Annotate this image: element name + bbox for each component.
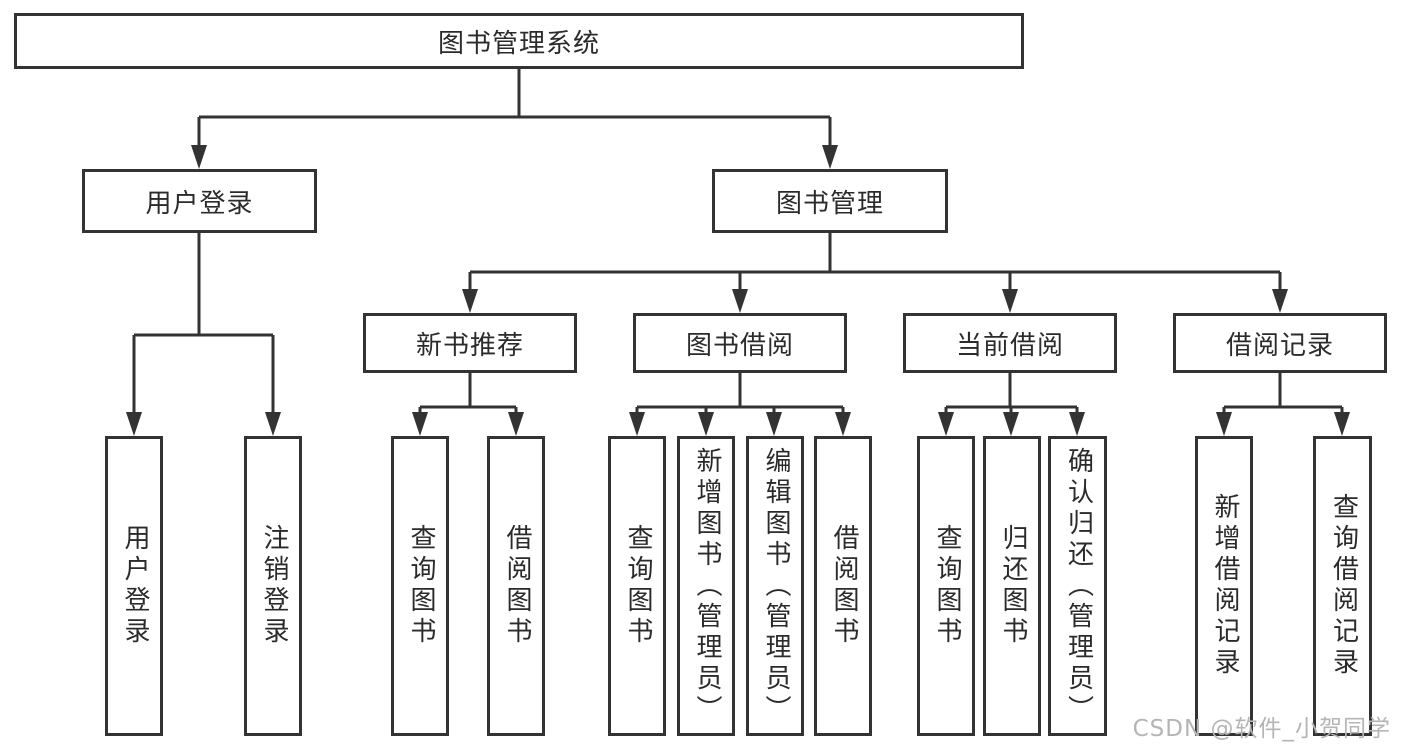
- node-book-management-label: 图书管理: [775, 188, 884, 219]
- node-root-system-label: 图书管理系统: [437, 28, 600, 59]
- leaf-return-book: 归还图书: [983, 436, 1041, 736]
- leaf-user-login-label: 用户登录: [119, 524, 150, 648]
- leaf-confirm-return-admin-label: 确认归还（管理员）: [1063, 446, 1094, 726]
- leaf-edit-book-admin-label: 编辑图书（管理员）: [760, 446, 791, 726]
- leaf-recommend-query-book: 查询图书: [391, 436, 449, 736]
- connector-root-to-level2: [197, 69, 832, 147]
- node-book-management: 图书管理: [712, 169, 948, 233]
- leaf-return-book-label: 归还图书: [997, 524, 1028, 648]
- leaf-current-query-book: 查询图书: [917, 436, 975, 736]
- connector-borrow-to-children: [635, 373, 845, 414]
- connector-current-to-children: [944, 373, 1079, 414]
- leaf-user-login: 用户登录: [105, 436, 163, 736]
- leaf-add-book-admin: 新增图书（管理员）: [677, 436, 735, 736]
- leaf-recommend-borrow-book-label: 借阅图书: [501, 524, 532, 648]
- connector-records-to-children: [1222, 373, 1344, 414]
- leaf-add-borrow-record-label: 新增借阅记录: [1209, 493, 1240, 679]
- csdn-watermark: CSDN @软件_小贺同学: [1132, 716, 1391, 742]
- leaf-borrow-query-book: 查询图书: [608, 436, 666, 736]
- leaf-edit-book-admin: 编辑图书（管理员）: [746, 436, 804, 736]
- leaf-logout: 注销登录: [244, 436, 302, 736]
- node-new-book-recommend-label: 新书推荐: [415, 330, 524, 361]
- node-borrow-records-label: 借阅记录: [1225, 330, 1334, 361]
- leaf-borrow-query-book-label: 查询图书: [622, 524, 653, 648]
- node-new-book-recommend: 新书推荐: [363, 313, 577, 373]
- leaf-query-borrow-record: 查询借阅记录: [1313, 436, 1372, 736]
- leaf-recommend-query-book-label: 查询图书: [405, 524, 436, 648]
- node-user-login: 用户登录: [82, 169, 317, 233]
- leaf-logout-label: 注销登录: [258, 524, 289, 648]
- leaf-borrow-book-label: 借阅图书: [828, 524, 859, 648]
- connector-recommend-to-children: [418, 373, 518, 414]
- leaf-current-query-book-label: 查询图书: [931, 524, 962, 648]
- connector-bookmgmt-to-level3: [468, 233, 1282, 291]
- leaf-recommend-borrow-book: 借阅图书: [487, 436, 545, 736]
- node-user-login-label: 用户登录: [145, 188, 254, 219]
- node-borrow-records: 借阅记录: [1173, 313, 1387, 373]
- leaf-confirm-return-admin: 确认归还（管理员）: [1048, 436, 1107, 736]
- node-book-borrow: 图书借阅: [633, 313, 847, 373]
- node-current-borrow: 当前借阅: [903, 313, 1117, 373]
- leaf-add-borrow-record: 新增借阅记录: [1195, 436, 1253, 736]
- node-root-system: 图书管理系统: [14, 13, 1024, 69]
- leaf-add-book-admin-label: 新增图书（管理员）: [691, 446, 722, 726]
- connector-userlogin-to-children: [132, 233, 275, 414]
- node-book-borrow-label: 图书借阅: [685, 330, 794, 361]
- leaf-borrow-book: 借阅图书: [814, 436, 872, 736]
- node-current-borrow-label: 当前借阅: [955, 330, 1064, 361]
- leaf-query-borrow-record-label: 查询借阅记录: [1328, 493, 1359, 679]
